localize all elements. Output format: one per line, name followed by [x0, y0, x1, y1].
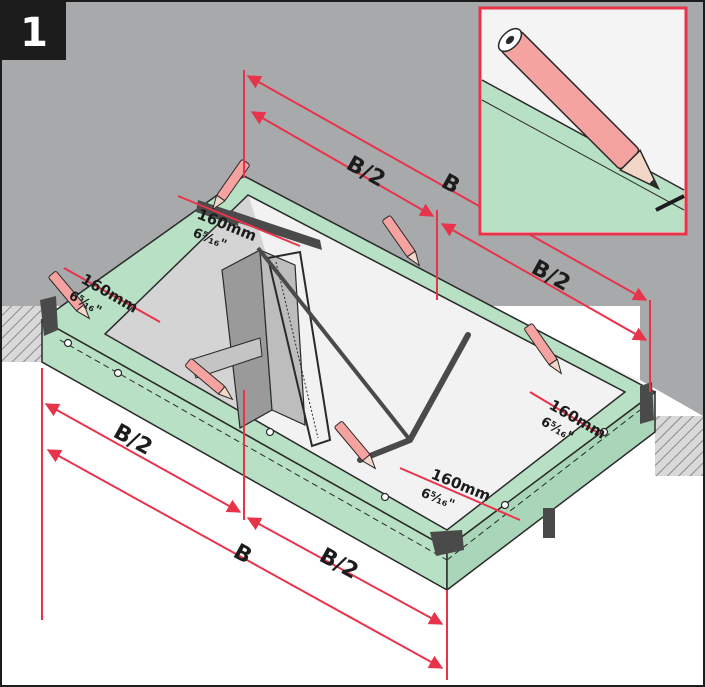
- wall-section-left: [2, 306, 46, 362]
- wall-section-right: [655, 416, 703, 476]
- step-number: 1: [20, 10, 48, 56]
- dimension-lines: [41, 70, 651, 680]
- step-number-badge: [2, 2, 66, 60]
- frame-side-face: [446, 390, 656, 592]
- pencil-icon: [497, 27, 661, 191]
- pencil-detail-inset: [478, 6, 688, 236]
- frame-center-line-side: [446, 409, 641, 561]
